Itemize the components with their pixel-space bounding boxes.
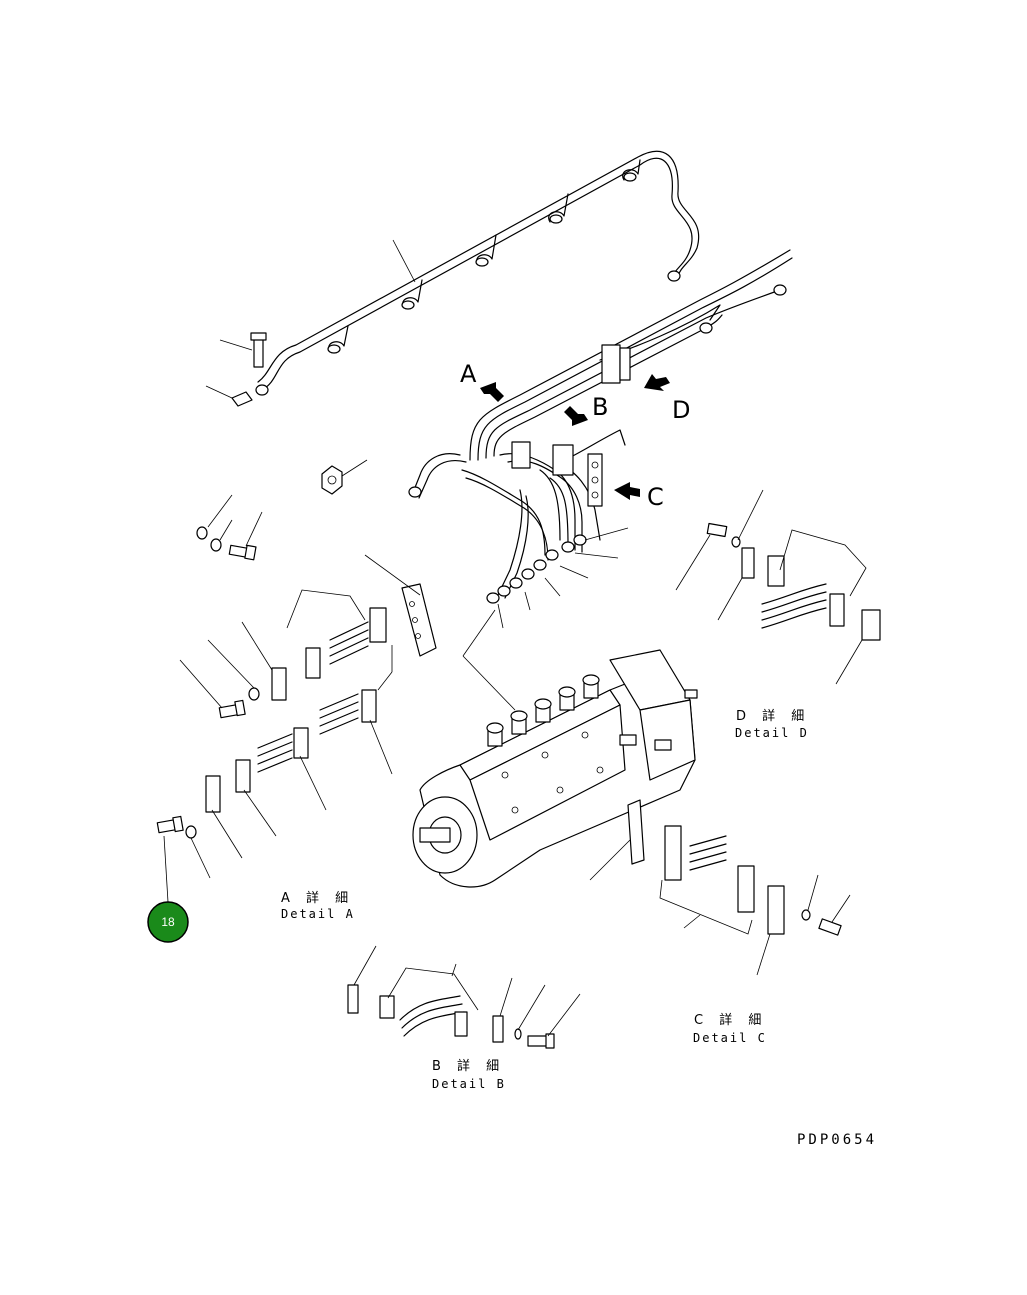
washer-bolt-group xyxy=(196,494,263,561)
injection-line-bundle xyxy=(408,249,793,711)
view-arrow-b: B xyxy=(564,393,608,426)
detail-a-title-jp: A 詳 細 xyxy=(281,890,354,906)
banjo-bolt-top xyxy=(205,332,267,407)
injection-pump xyxy=(412,649,698,888)
detail-a: A 詳 細 Detail A xyxy=(156,554,437,921)
view-letter-c: C xyxy=(647,483,664,511)
callout-badge-18[interactable]: 18 xyxy=(147,901,189,943)
view-letter-a: A xyxy=(460,360,477,388)
detail-c: C 詳 細 Detail C xyxy=(589,799,851,1045)
detail-b-title-en: Detail B xyxy=(432,1077,506,1091)
detail-c-title-en: Detail C xyxy=(693,1031,767,1045)
detail-d: D 詳 細 Detail D xyxy=(675,489,881,740)
view-arrow-a: A xyxy=(460,360,504,402)
detail-b: B 詳 細 Detail B xyxy=(347,945,581,1091)
line-clamp-loops xyxy=(327,159,641,354)
long-fuel-line xyxy=(255,150,700,396)
view-arrow-d: D xyxy=(644,374,690,424)
detail-d-title-en: Detail D xyxy=(735,726,809,740)
detail-d-title-jp: D 詳 細 xyxy=(736,708,810,724)
detail-c-title-jp: C 詳 細 xyxy=(694,1012,767,1028)
view-arrow-c: C xyxy=(614,482,664,511)
view-letter-b: B xyxy=(592,393,608,421)
view-letter-d: D xyxy=(672,396,690,424)
callout-number: 18 xyxy=(161,915,175,929)
banjo-fitting xyxy=(321,459,368,495)
detail-b-title-jp: B 詳 細 xyxy=(432,1058,505,1074)
detail-a-title-en: Detail A xyxy=(281,907,355,921)
drawing-code: PDP0654 xyxy=(797,1132,877,1148)
pump-outlet-fittings xyxy=(486,674,600,747)
